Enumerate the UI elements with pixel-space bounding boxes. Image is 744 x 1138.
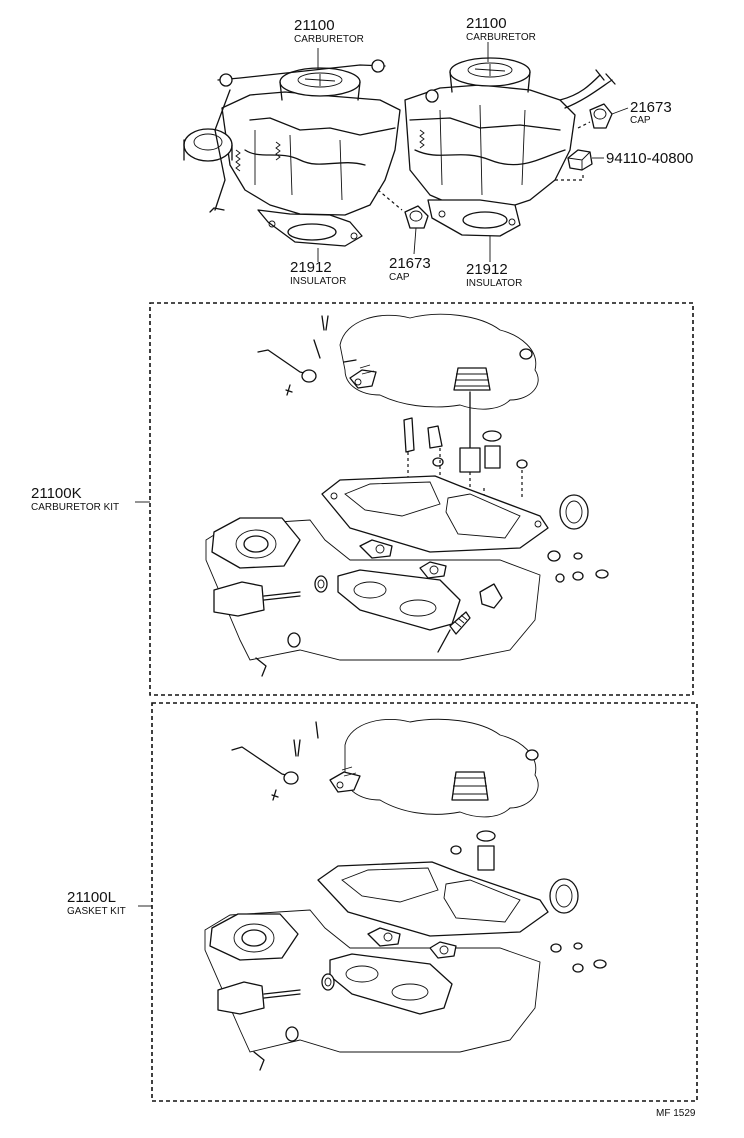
cap-center-part bbox=[404, 205, 429, 229]
nut-part bbox=[567, 149, 593, 171]
callout-carburetor-right: 21100 CARBURETOR bbox=[466, 15, 536, 43]
callout-insulator-right: 21912 INSULATOR bbox=[466, 261, 522, 289]
callout-cap-center: 21673 CAP bbox=[389, 255, 431, 283]
callout-name: CAP bbox=[389, 272, 410, 283]
callout-number: 21100 bbox=[466, 15, 507, 32]
callout-name: CARBURETOR bbox=[294, 34, 364, 45]
carburetor-right-illustration bbox=[404, 57, 616, 237]
kit-name: CARBURETOR KIT bbox=[31, 502, 119, 513]
gasket-kit-box bbox=[151, 702, 698, 1102]
callout-cap-right: 21673 CAP bbox=[630, 99, 672, 126]
callout-number: 21912 bbox=[466, 261, 508, 278]
kit-label-gasket: 21100L GASKET KIT bbox=[67, 889, 126, 917]
callout-nut: 94110-40800 bbox=[606, 150, 693, 167]
callout-number: 21673 bbox=[630, 99, 672, 116]
callout-name: INSULATOR bbox=[466, 278, 522, 289]
carburetor-assembly bbox=[183, 42, 629, 262]
kit-number: 21100L bbox=[67, 889, 116, 906]
callout-name: CARBURETOR bbox=[466, 32, 536, 43]
kit-number: 21100K bbox=[31, 485, 82, 502]
callout-insulator-left: 21912 INSULATOR bbox=[290, 259, 346, 287]
callout-number: 21100 bbox=[294, 17, 335, 34]
cap-right-part bbox=[589, 103, 613, 129]
callout-name: INSULATOR bbox=[290, 276, 346, 287]
kit-label-carburetor: 21100K CARBURETOR KIT bbox=[31, 485, 119, 513]
carburetor-kit-box bbox=[149, 302, 694, 696]
figure-code: MF 1529 bbox=[656, 1108, 696, 1119]
carburetor-kit-parts bbox=[205, 313, 609, 677]
callout-number: 94110-40800 bbox=[606, 150, 693, 167]
gasket-kit-parts bbox=[204, 718, 607, 1071]
kit-name: GASKET KIT bbox=[67, 906, 126, 917]
callout-carburetor-left: 21100 CARBURETOR bbox=[294, 17, 364, 45]
carburetor-left-illustration bbox=[183, 59, 401, 247]
callout-name: CAP bbox=[630, 115, 651, 126]
callout-number: 21912 bbox=[290, 259, 332, 276]
callout-number: 21673 bbox=[389, 255, 431, 272]
